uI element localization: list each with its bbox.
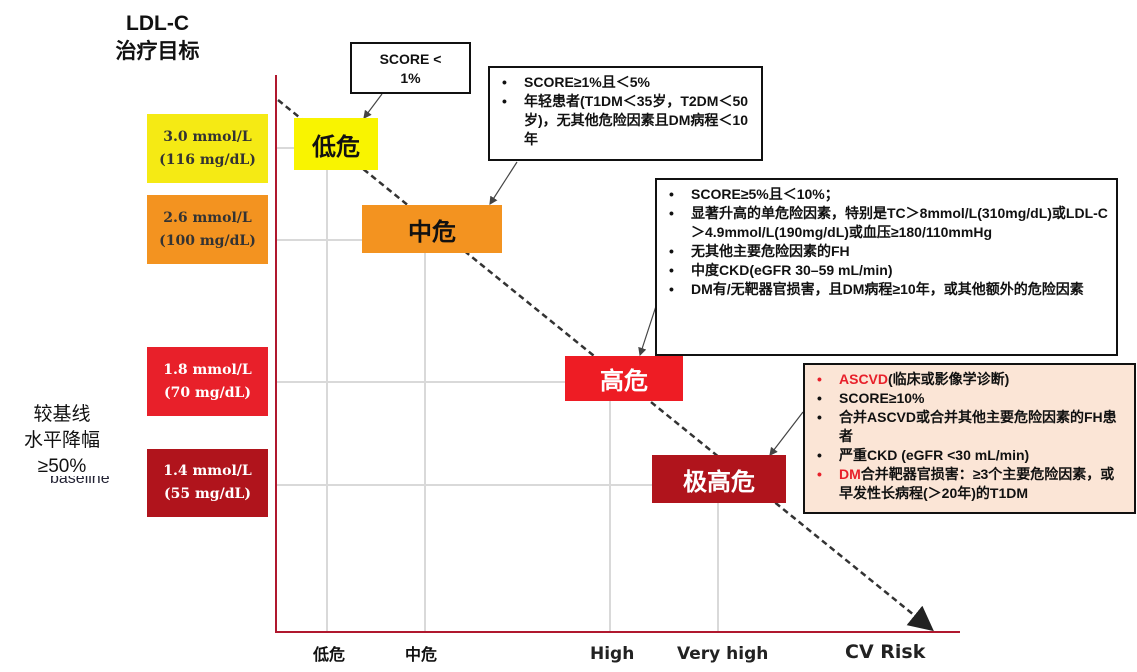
callout-low: SCORE < 1% [350, 42, 471, 94]
target-mgdl: (100 mg/dL) [159, 232, 256, 249]
target-box-1.8: 1.8 mmol/L (70 mg/dL) [147, 347, 268, 416]
callout-text: 合并靶器官损害：≥3个主要危险因素，或早发性长病程(＞20年)的T1DM [839, 466, 1115, 501]
chart-title: LDL-C 治疗目标 [100, 10, 215, 66]
target-box-2.6: 2.6 mmol/L (100 mg/dL) [147, 195, 268, 264]
callout-low-line1: SCORE < [379, 51, 442, 67]
callout-item: 无其他主要危险因素的FH [665, 242, 1108, 261]
risk-label-low: 低危 [294, 118, 378, 170]
callout-item: SCORE≥10% [813, 389, 1126, 408]
side-line-2: 水平降幅 [23, 430, 100, 451]
target-mgdl: (116 mg/dL) [159, 151, 256, 168]
side-line-3: ≥50% [37, 456, 87, 477]
callout-low-line2: 1% [400, 70, 421, 86]
target-box-1.4: 1.4 mmol/L (55 mg/dL) [147, 449, 268, 517]
x-axis-label: CV Risk [845, 641, 926, 663]
highlight-ascvd: ASCVD [839, 371, 889, 387]
callout-item: 合并ASCVD或合并其他主要危险因素的FH患者 [813, 408, 1126, 446]
callout-item: SCORE≥5%且＜10%； [665, 185, 1108, 204]
title-line-2: 治疗目标 [115, 40, 200, 63]
target-mmol: 1.8 mmol/L [163, 361, 252, 378]
callout-item: DM有/无靶器官损害，且DM病程≥10年，或其他额外的危险因素 [665, 280, 1108, 299]
callout-high: SCORE≥5%且＜10%； 显著升高的单危险因素，特别是TC＞8mmol/L(… [655, 178, 1118, 356]
callout-item: ASCVD(临床或影像学诊断) [813, 370, 1126, 389]
side-line-1: 较基线 [33, 404, 91, 425]
risk-label-very-high: 极高危 [652, 455, 786, 503]
callout-item: 显著升高的单危险因素，特别是TC＞8mmol/L(310mg/dL)或LDL-C… [665, 204, 1108, 242]
target-box-3.0: 3.0 mmol/L (116 mg/dL) [147, 114, 268, 183]
callout-text: (临床或影像学诊断) [888, 371, 1010, 387]
callout-item: 中度CKD(eGFR 30–59 mL/min) [665, 261, 1108, 280]
risk-label-moderate: 中危 [362, 205, 502, 253]
title-line-1: LDL-C [126, 12, 189, 35]
callout-moderate: SCORE≥1%且＜5% 年轻患者(T1DM＜35岁，T2DM＜50岁)，无其他… [488, 66, 763, 161]
target-mgdl: (70 mg/dL) [164, 384, 251, 401]
target-mgdl: (55 mg/dL) [164, 486, 251, 502]
side-label: 较基线 水平降幅 ≥50% [12, 402, 112, 480]
risk-label-high: 高危 [565, 356, 683, 401]
grid [275, 147, 719, 632]
highlight-dm: DM [839, 466, 861, 482]
target-mmol: 3.0 mmol/L [163, 128, 252, 145]
target-mmol: 1.4 mmol/L [163, 463, 252, 479]
callout-item: 年轻患者(T1DM＜35岁，T2DM＜50岁)，无其他危险因素且DM病程＜10年 [498, 92, 753, 149]
x-tick-moderate: 中危 [405, 647, 438, 664]
x-tick-low: 低危 [313, 647, 346, 664]
x-tick-high: High [590, 644, 635, 664]
x-tick-very-high: Very high [677, 644, 769, 664]
clipped-baseline-text: baseline [50, 476, 110, 485]
target-mmol: 2.6 mmol/L [163, 209, 252, 226]
callout-very-high: ASCVD(临床或影像学诊断) SCORE≥10% 合并ASCVD或合并其他主要… [803, 363, 1136, 514]
callout-item: 严重CKD (eGFR <30 mL/min) [813, 446, 1126, 465]
callout-item: DM合并靶器官损害：≥3个主要危险因素，或早发性长病程(＞20年)的T1DM [813, 465, 1126, 503]
callout-item: SCORE≥1%且＜5% [498, 73, 753, 92]
